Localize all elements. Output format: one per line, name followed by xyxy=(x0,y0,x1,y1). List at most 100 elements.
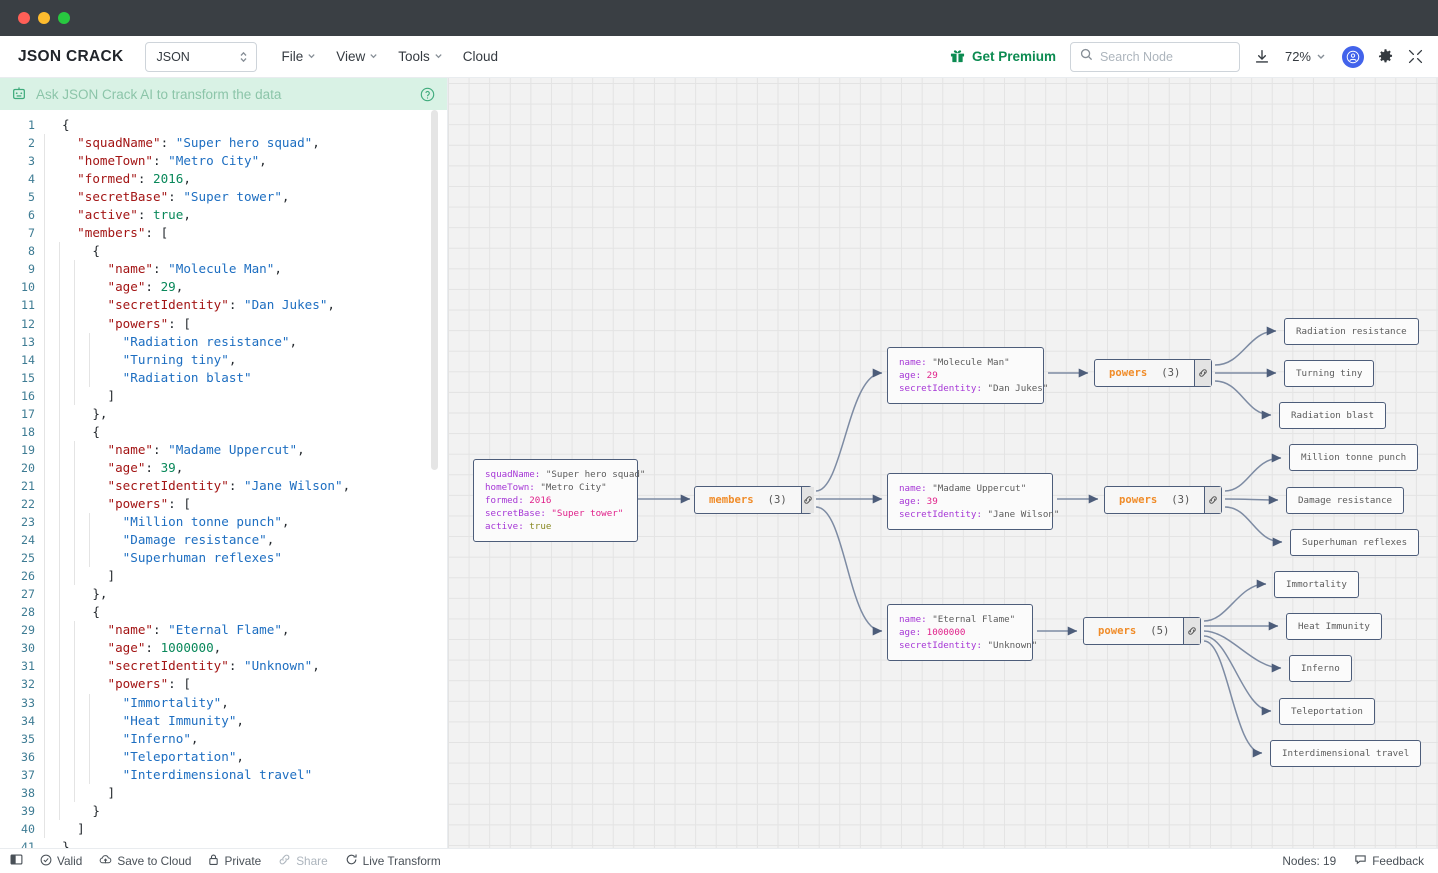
menu-item-cloud[interactable]: Cloud xyxy=(453,43,508,70)
editor-line-content: "secretIdentity": "Dan Jukes", xyxy=(44,296,335,315)
editor-line-content: "age": 39, xyxy=(44,458,183,477)
editor-line: 22 "powers": [ xyxy=(0,494,447,514)
window-maximize-button[interactable] xyxy=(58,12,70,24)
save-to-cloud-button[interactable]: Save to Cloud xyxy=(99,853,191,869)
question-circle-icon[interactable] xyxy=(420,87,435,102)
status-valid[interactable]: Valid xyxy=(40,854,82,869)
link-icon[interactable] xyxy=(800,487,814,513)
ai-transform-banner[interactable]: Ask JSON Crack AI to transform the data xyxy=(0,78,447,110)
node-key: powers xyxy=(1119,494,1158,506)
editor-line-content: "Million tonne punch", xyxy=(44,513,290,532)
leaf-node[interactable]: Damage resistance xyxy=(1286,487,1405,514)
editor-token: : xyxy=(153,441,169,457)
leaf-node[interactable]: Radiation blast xyxy=(1279,402,1386,429)
indent-guide xyxy=(44,170,45,189)
refresh-icon xyxy=(345,853,358,869)
link-icon[interactable] xyxy=(1183,618,1200,644)
panel-toggle-icon xyxy=(10,853,23,869)
live-transform-label: Live Transform xyxy=(362,854,441,868)
editor-token: : xyxy=(153,261,169,277)
leaf-node[interactable]: Interdimensional travel xyxy=(1270,740,1422,767)
editor-token: "Jane Wilson" xyxy=(244,477,343,493)
indent-guide xyxy=(74,314,76,333)
node-property-key: age: xyxy=(899,627,927,639)
editor-line-number: 6 xyxy=(28,208,35,223)
leaf-node[interactable]: Inferno xyxy=(1289,655,1352,682)
editor-line-content: ] xyxy=(44,386,115,405)
user-avatar[interactable] xyxy=(1342,45,1364,68)
download-button[interactable] xyxy=(1253,48,1271,66)
editor-line-number: 15 xyxy=(21,370,35,385)
leaf-node[interactable]: Turning tiny xyxy=(1284,360,1375,387)
editor-token: "name" xyxy=(107,261,154,277)
node-child-count: (3) xyxy=(767,494,787,506)
editor-token: "age" xyxy=(107,459,146,475)
node-property-row: secretBase: "Super tower" xyxy=(485,507,626,520)
powers-node-2[interactable]: powers (3) xyxy=(1104,486,1222,514)
editor-token: "Super tower" xyxy=(183,189,282,205)
editor-token: "Immortality" xyxy=(122,694,222,710)
share-button[interactable]: Share xyxy=(278,853,328,869)
window-close-button[interactable] xyxy=(18,12,30,24)
indent-guide xyxy=(74,332,76,351)
search-node-box[interactable] xyxy=(1069,41,1240,72)
node-child-count: (3) xyxy=(1171,494,1191,506)
link-icon[interactable] xyxy=(1204,487,1221,513)
node-label: powers(3) xyxy=(1095,360,1194,386)
root-object-node[interactable]: squadName: "Super hero squad"homeTown: "… xyxy=(473,459,645,543)
editor-token: , xyxy=(213,640,222,656)
graph-canvas[interactable]: squadName: "Super hero squad"homeTown: "… xyxy=(448,78,1438,873)
editor-line-number: 24 xyxy=(21,533,35,548)
get-premium-button[interactable]: Get Premium xyxy=(950,48,1056,66)
leaf-node[interactable]: Teleportation xyxy=(1279,698,1375,725)
node-property-key: secretBase: xyxy=(485,508,552,520)
fullscreen-button[interactable] xyxy=(1407,48,1424,65)
menu-item-file[interactable]: File xyxy=(271,43,326,70)
search-input[interactable] xyxy=(1099,49,1230,64)
editor-line-content: "name": "Madame Uppercut", xyxy=(44,440,305,459)
zoom-level-control[interactable]: 72% xyxy=(1285,49,1326,64)
menu-item-tools[interactable]: Tools xyxy=(388,43,453,70)
leaf-node[interactable]: Heat Immunity xyxy=(1286,613,1382,640)
indent-guide xyxy=(44,314,45,333)
indent-guide xyxy=(44,729,45,748)
leaf-node[interactable]: Million tonne punch xyxy=(1289,444,1419,471)
indent-guide xyxy=(44,242,45,261)
editor-token: : xyxy=(228,297,244,313)
editor-line: 15 "Radiation blast" xyxy=(0,368,447,387)
editor-line: 20 "age": 39, xyxy=(0,458,447,477)
editor-line-number: 13 xyxy=(21,334,35,349)
members-node[interactable]: members(3) xyxy=(694,486,814,514)
node-property-row: homeTown: "Metro City" xyxy=(485,481,626,494)
window-minimize-button[interactable] xyxy=(38,12,50,24)
feedback-button[interactable]: Feedback xyxy=(1354,853,1424,869)
powers-node-1[interactable]: powers(3) xyxy=(1094,359,1212,387)
indent-guide xyxy=(59,332,61,351)
app-logo[interactable]: JSON CRACK xyxy=(18,47,124,65)
editor-line: 38 ] xyxy=(0,783,447,802)
link-icon[interactable] xyxy=(1194,360,1211,386)
editor-line-content: "secretIdentity": "Unknown", xyxy=(44,657,320,676)
editor-token: 39 xyxy=(160,459,176,475)
json-editor[interactable]: 1{2 "squadName": "Super hero squad",3 "h… xyxy=(0,110,447,873)
editor-line: 2 "squadName": "Super hero squad", xyxy=(0,134,447,153)
leaf-node[interactable]: Radiation resistance xyxy=(1284,318,1419,345)
live-transform-toggle[interactable]: Live Transform xyxy=(345,853,441,869)
panel-toggle-button[interactable] xyxy=(10,853,23,869)
leaf-node[interactable]: Superhuman reflexes xyxy=(1290,529,1420,556)
format-select[interactable]: JSON xyxy=(145,41,258,72)
indent-guide xyxy=(44,531,45,550)
editor-line: 21 "secretIdentity": "Jane Wilson", xyxy=(0,476,447,495)
editor-line-content: }, xyxy=(44,585,108,604)
editor-vertical-scrollbar[interactable] xyxy=(431,110,438,873)
settings-button[interactable] xyxy=(1377,48,1394,65)
leaf-node[interactable]: Immortality xyxy=(1274,571,1359,598)
editor-line-content: "name": "Molecule Man", xyxy=(44,260,282,279)
powers-node-3[interactable]: powers(5) xyxy=(1083,617,1201,645)
menu-item-view[interactable]: View xyxy=(326,43,388,70)
indent-guide xyxy=(74,260,76,279)
privacy-toggle[interactable]: Private xyxy=(208,853,261,869)
